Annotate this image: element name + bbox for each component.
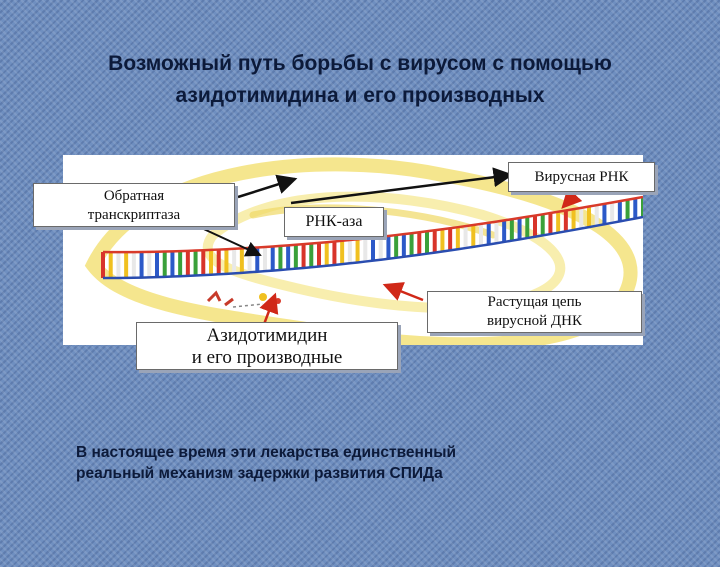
strand-bases — [101, 197, 643, 279]
label-azt-line-2: и его производные — [191, 347, 343, 368]
nucleotide-mark-2 — [224, 297, 234, 307]
label-reverse-transcriptase: Обратная транскриптаза — [33, 183, 235, 227]
arrow-rt-to-rnase — [237, 174, 298, 199]
slide-title: Возможный путь борьбы с вирусом с помощь… — [20, 48, 700, 112]
arrow-growing-dna — [382, 282, 424, 302]
arrow-rnase-to-rna — [290, 167, 514, 205]
label-dna-line-1: Растущая цепь — [487, 294, 582, 310]
footer-line-2: реальный механизм задержки развития СПИД… — [76, 465, 443, 482]
label-azt-line-1: Азидотимидин — [206, 325, 328, 346]
rna-strand-backbone — [102, 195, 643, 254]
arrow-azt — [259, 292, 279, 328]
label-viral-rna: Вирусная РНК — [508, 162, 655, 192]
nucleotide-dot-1 — [259, 293, 267, 301]
strand-lines — [102, 195, 643, 280]
label-azidothymidine: Азидотимидин и его производные — [136, 322, 398, 370]
nucleotide-dot-2 — [275, 298, 281, 304]
title-line-2: азидотимидина и его производных — [175, 84, 545, 107]
arrow-rt-to-dna — [194, 224, 262, 257]
nucleotide-mark-1 — [206, 290, 222, 303]
label-dna-line-2: вирусной ДНК — [487, 313, 582, 329]
label-rt-line-1: Обратная — [103, 188, 165, 204]
footer-line-1: В настоящее время эти лекарства единстве… — [76, 444, 456, 461]
dna-strand-backbone — [102, 215, 643, 280]
label-rnase: РНК-аза — [284, 207, 384, 237]
label-growing-dna: Растущая цепь вирусной ДНК — [427, 291, 642, 333]
slide-footer-note: В настоящее время эти лекарства единстве… — [76, 442, 676, 484]
title-line-1: Возможный путь борьбы с вирусом с помощь… — [108, 52, 612, 75]
label-rt-line-2: транскриптаза — [87, 207, 181, 223]
arrow-viral-rna — [561, 187, 583, 209]
nucleotide-mark-3 — [232, 303, 264, 308]
